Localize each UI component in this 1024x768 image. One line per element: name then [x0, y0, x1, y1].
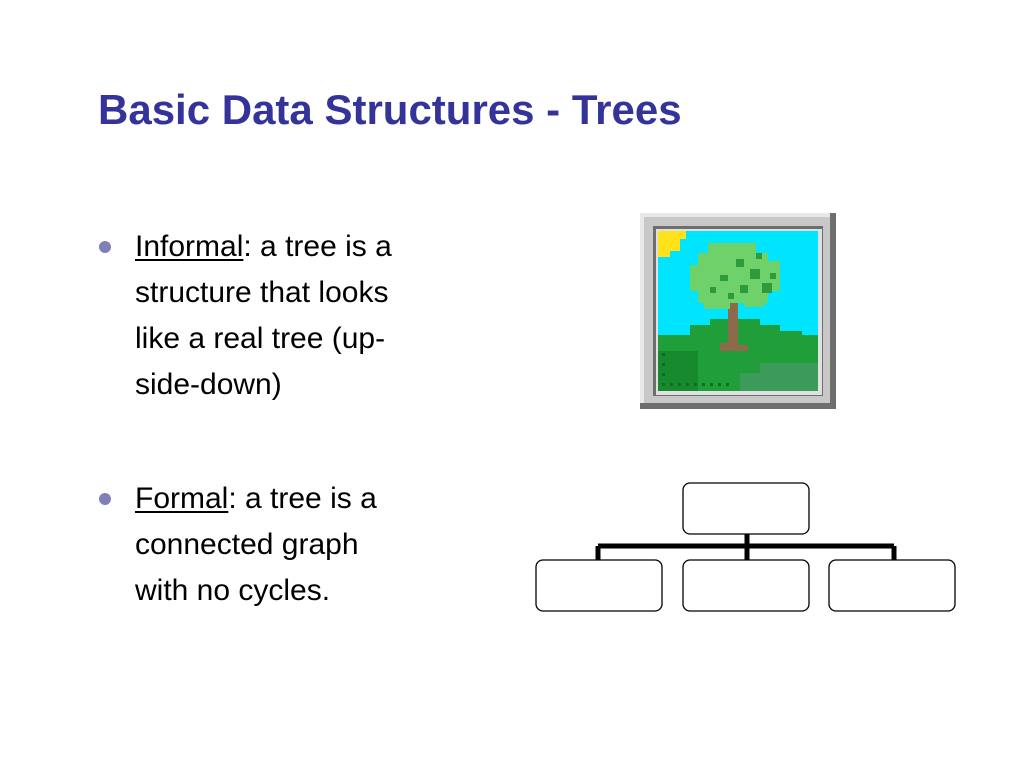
- bullet-text-line: with no cycles.: [135, 574, 331, 607]
- bullet-list: Informal: a tree is a structure that loo…: [96, 224, 476, 614]
- bullet-text-line: : a tree is a: [243, 230, 392, 263]
- child-node-middle: [682, 559, 810, 612]
- term-informal: Informal: [135, 230, 244, 263]
- bullet-text-line: connected graph: [135, 528, 359, 561]
- term-formal: Formal: [135, 482, 229, 515]
- connector-lines: [595, 534, 897, 560]
- root-node: [682, 482, 810, 535]
- child-node-left: [535, 559, 663, 612]
- bullet-text-line: : a tree is a: [228, 482, 377, 515]
- bullet-text-line: side-down): [135, 368, 282, 401]
- bullet-dot: [99, 493, 111, 505]
- bullet-text-line: structure that looks: [135, 276, 389, 309]
- bullet-formal: Formal: a tree is a connected graph with…: [96, 476, 476, 614]
- bullet-dot: [99, 241, 111, 253]
- tree-hierarchy-diagram: [535, 482, 956, 612]
- child-node-right: [828, 559, 956, 612]
- slide-title: Basic Data Structures - Trees: [98, 86, 682, 133]
- tree-picture-icon: [640, 213, 836, 409]
- bullet-text-line: like a real tree (up-: [135, 322, 386, 355]
- bullet-informal: Informal: a tree is a structure that loo…: [96, 224, 476, 408]
